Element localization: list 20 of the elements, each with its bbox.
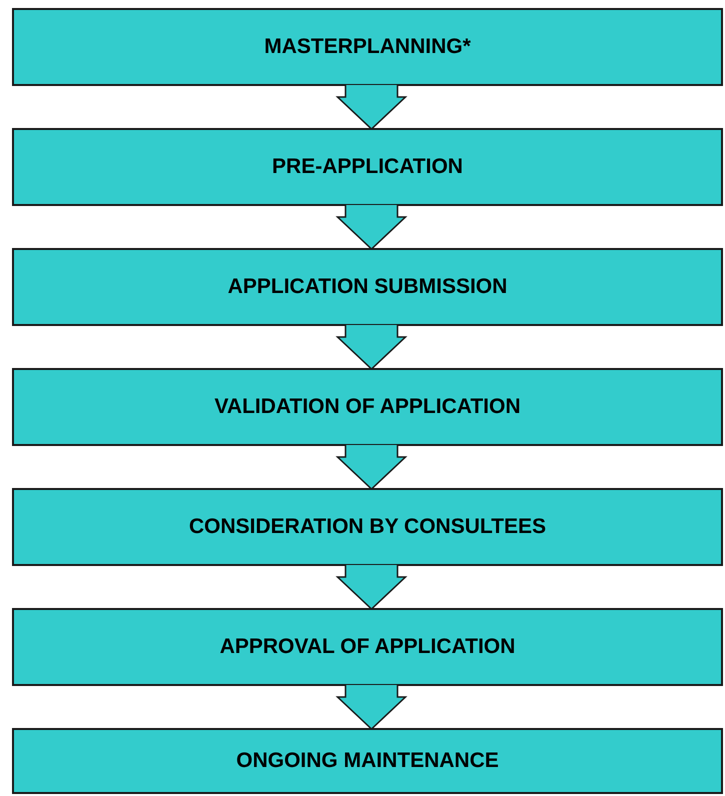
process-box xyxy=(12,8,723,86)
process-box xyxy=(12,248,723,326)
process-box xyxy=(12,728,723,794)
step-label: PRE-APPLICATION xyxy=(272,155,463,179)
block-arrow xyxy=(336,564,408,610)
step-label: ONGOING MAINTENANCE xyxy=(236,749,499,773)
block-arrow xyxy=(336,684,408,730)
step-label: MASTERPLANNING* xyxy=(264,35,471,59)
process-box xyxy=(12,368,723,446)
block-arrow xyxy=(336,84,408,130)
step-label: APPLICATION SUBMISSION xyxy=(228,275,508,299)
block-arrow xyxy=(336,324,408,370)
step-label: APPROVAL OF APPLICATION xyxy=(220,635,516,659)
process-box xyxy=(12,608,723,686)
step-label: CONSIDERATION BY CONSULTEES xyxy=(188,515,546,539)
block-arrow xyxy=(336,204,408,250)
block-arrow xyxy=(336,444,408,490)
process-box xyxy=(12,128,723,206)
step-label: VALIDATION OF APPLICATION xyxy=(214,395,521,419)
process-box xyxy=(12,488,723,566)
